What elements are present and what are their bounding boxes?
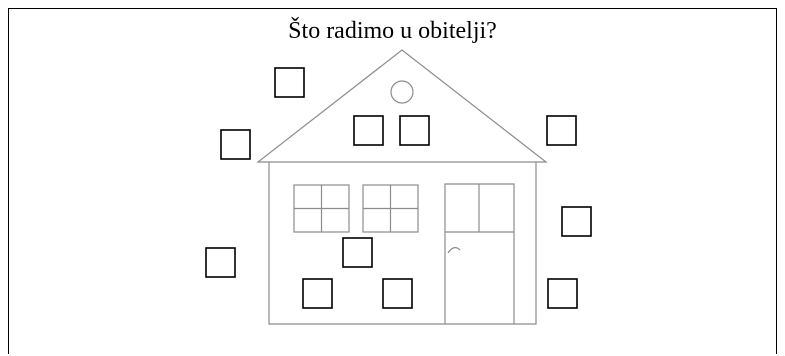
answer-box[interactable] [302, 278, 333, 309]
answer-box[interactable] [547, 278, 578, 309]
attic-window [390, 80, 414, 104]
answer-boxes[interactable] [205, 67, 592, 309]
answer-box[interactable] [274, 67, 305, 98]
window-left [293, 184, 350, 233]
answer-box[interactable] [205, 247, 236, 278]
answer-box[interactable] [399, 115, 430, 146]
house-door [444, 183, 515, 324]
answer-box[interactable] [220, 129, 251, 160]
house-roof [256, 49, 548, 163]
worksheet-title: Što radimo u obitelji? [288, 18, 497, 44]
answer-box[interactable] [353, 115, 384, 146]
house-outline [256, 49, 548, 325]
answer-box[interactable] [561, 206, 592, 237]
answer-box[interactable] [382, 278, 413, 309]
house-walls [268, 162, 537, 325]
window-right [362, 184, 419, 233]
answer-box[interactable] [342, 237, 373, 268]
door-handle-icon [447, 247, 461, 254]
answer-box[interactable] [546, 115, 577, 146]
